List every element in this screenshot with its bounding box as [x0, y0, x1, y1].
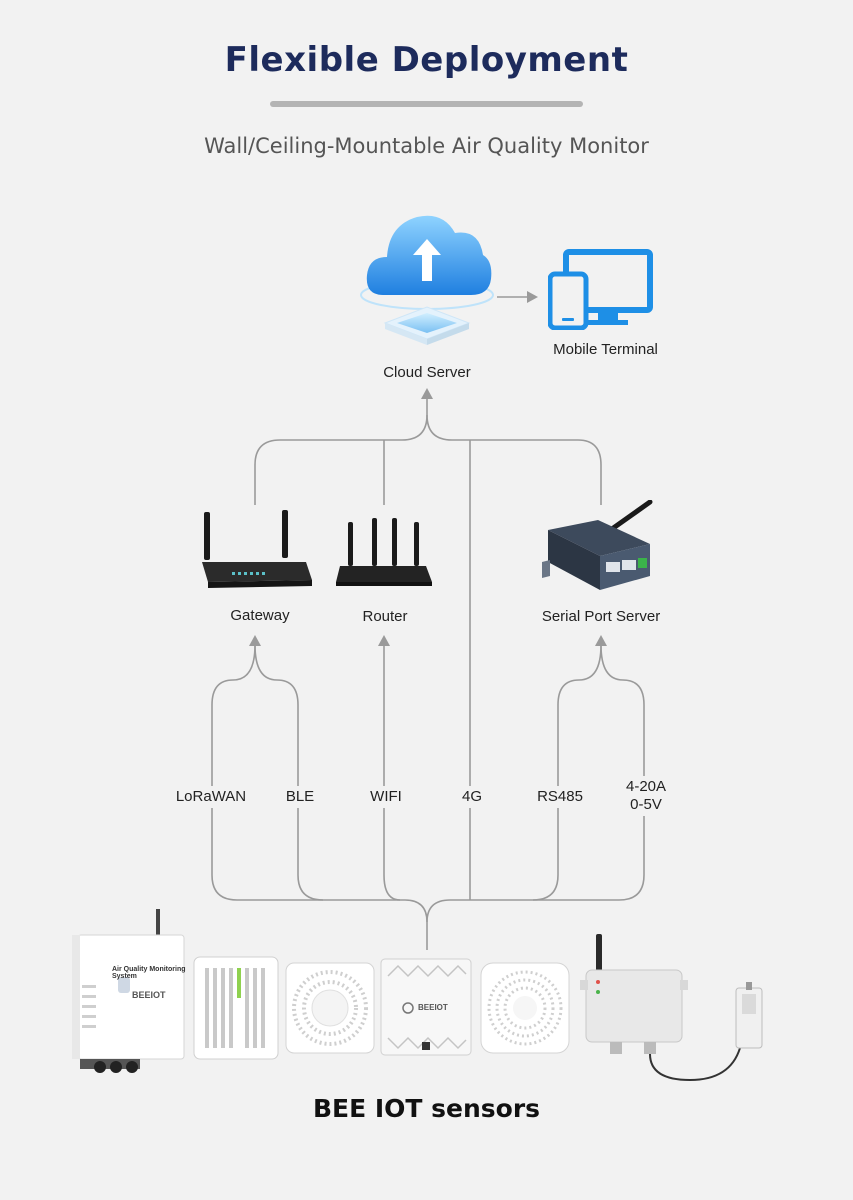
page-subtitle: Wall/Ceiling-Mountable Air Quality Monit… [204, 134, 649, 158]
arrow-cloud [421, 388, 433, 399]
sensors-footer-label: BEE IOT sensors [312, 1094, 541, 1123]
analog-label: 4-20A 0-5V [612, 776, 680, 816]
air-quality-station-sensor [72, 909, 185, 1073]
wall-panel-brand: BEEIOT [418, 1003, 448, 1012]
lorawan-line [211, 644, 405, 901]
wifi-label: WIFI [360, 786, 412, 808]
station-brand: BEEIOT [132, 990, 166, 1000]
rs485-label: RS485 [524, 786, 596, 808]
analog-label-line2: 0-5V [630, 796, 662, 813]
arrow-router [378, 635, 390, 646]
station-panel-label: Air Quality Monitoring System [112, 966, 186, 980]
arrow-serial [595, 635, 607, 646]
enclosure-sensor-with-probe [580, 934, 763, 1082]
router-icon [336, 518, 432, 586]
ble-label: BLE [276, 786, 324, 808]
ble-line [254, 644, 324, 901]
rs485-line [450, 644, 602, 901]
lorawan-label: LoRaWAN [166, 786, 256, 808]
serial-to-cloud-line [426, 414, 602, 505]
gateway-to-cloud-line [254, 398, 428, 505]
sensor-merge-line-right [426, 899, 451, 923]
arrow-mobile [527, 291, 538, 303]
page-title: Flexible Deployment [224, 40, 629, 80]
gateway-label: Gateway [230, 607, 290, 624]
cloud-server-label: Cloud Server [383, 364, 471, 381]
analog-line [533, 644, 645, 901]
sensor-merge-line-left [404, 899, 428, 950]
4g-label: 4G [451, 786, 493, 808]
cloud-server-icon [360, 215, 494, 345]
mobile-terminal-label: Mobile Terminal [553, 341, 658, 358]
wall-panel-sensor [380, 958, 472, 1056]
arrow-gateway [249, 635, 261, 646]
serial-port-server-icon [542, 500, 653, 590]
square-ceiling-sensor [480, 962, 570, 1054]
gateway-icon [202, 510, 312, 588]
round-ceiling-sensor [285, 962, 375, 1054]
serial-port-server-label: Serial Port Server [541, 608, 661, 625]
router-label: Router [362, 608, 408, 625]
vented-box-sensor [193, 956, 279, 1060]
title-underline [270, 101, 583, 107]
analog-label-line1: 4-20A [625, 778, 667, 795]
wifi-line [383, 645, 401, 901]
mobile-terminal-icon [548, 249, 653, 330]
